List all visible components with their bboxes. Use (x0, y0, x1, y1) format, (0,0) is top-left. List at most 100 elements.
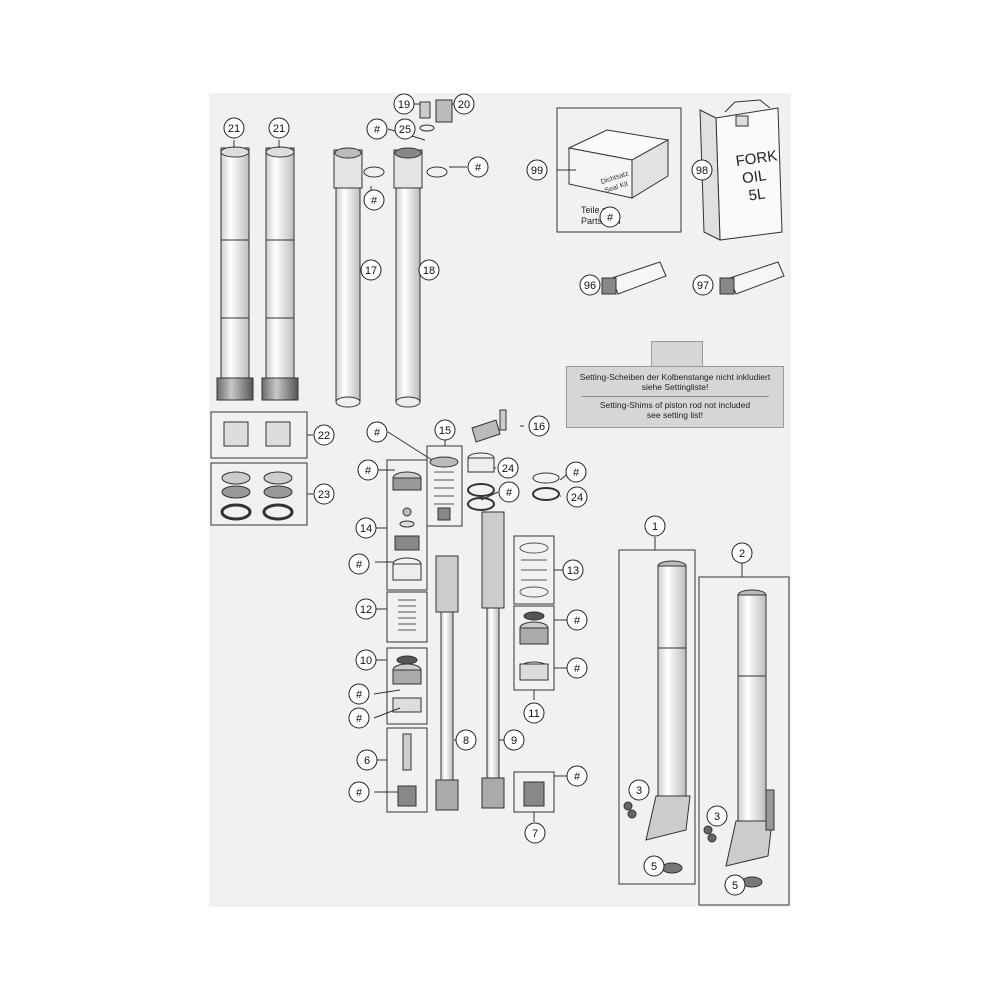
callout-label: 3 (636, 785, 642, 797)
callout-circle (562, 559, 584, 581)
callout-circle (731, 542, 753, 564)
callout-circle (348, 683, 370, 705)
callout-1: 1 (644, 515, 666, 537)
callout-circle (691, 159, 713, 181)
callout-circle (455, 729, 477, 751)
callout-2: 2 (731, 542, 753, 564)
o-ring (426, 166, 448, 178)
oil-can-text-1: FORK (735, 147, 779, 170)
callout-9: 9 (503, 729, 525, 751)
base-valve-7 (523, 781, 545, 807)
note-de-line-2: siehe Settingliste! (641, 382, 709, 392)
callout-circle (355, 649, 377, 671)
callout-label: 14 (360, 523, 372, 535)
callout-24: 24 (497, 457, 519, 479)
callout-22: 22 (313, 424, 335, 446)
adjuster-16 (471, 409, 507, 443)
callout-hash: # (566, 609, 588, 631)
callout-circle (566, 657, 588, 679)
callout-20: 20 (453, 93, 475, 115)
callout-96: 96 (579, 274, 601, 296)
callout-circle (706, 805, 728, 827)
cartridge-spring (429, 456, 459, 521)
callout-label: 22 (318, 430, 330, 442)
outer-tube-right (261, 146, 299, 401)
callout-label: # (374, 427, 381, 439)
settings-note: Setting-Scheiben der Kolbenstange nicht … (566, 366, 784, 428)
oil-can-text-2: OIL (741, 167, 767, 187)
callout-3: 3 (628, 779, 650, 801)
callout-label: 20 (458, 99, 470, 111)
callout-label: # (475, 162, 482, 174)
callout-circle (348, 707, 370, 729)
callout-24: 24 (566, 486, 588, 508)
callout-hash: # (363, 189, 385, 211)
callout-circle (223, 117, 245, 139)
callout-16: 16 (528, 415, 550, 437)
callout-circle (498, 481, 520, 503)
callout-6: 6 (356, 749, 378, 771)
callout-8: 8 (455, 729, 477, 751)
callout-circle (579, 274, 601, 296)
callout-label: 15 (439, 425, 451, 437)
o-ring (363, 166, 385, 178)
callout-circle (355, 517, 377, 539)
callout-label: 98 (696, 165, 708, 177)
callout-circle (348, 553, 370, 575)
callout-label: # (506, 487, 513, 499)
callout-label: # (574, 663, 581, 675)
callout-hash: # (366, 118, 388, 140)
callout-circle (366, 118, 388, 140)
callout-label: 5 (732, 880, 738, 892)
callout-label: # (573, 467, 580, 479)
callout-23: 23 (313, 483, 335, 505)
callout-hash: # (599, 206, 621, 228)
callout-circle (692, 274, 714, 296)
callout-circle (434, 419, 456, 441)
callout-circle (348, 781, 370, 803)
callout-circle (524, 822, 546, 844)
callout-circle (644, 515, 666, 537)
note-en-line-2: see setting list! (646, 410, 704, 420)
callout-label: 97 (697, 280, 709, 292)
callout-label: 96 (584, 280, 596, 292)
callout-label: # (356, 689, 363, 701)
callout-label: 16 (533, 421, 545, 433)
callout-label: # (574, 771, 581, 783)
callout-label: 17 (365, 265, 377, 277)
callout-label: 18 (423, 265, 435, 277)
callout-label: 21 (273, 123, 285, 135)
note-de-line-1: Setting-Scheiben der Kolbenstange nicht … (579, 372, 771, 382)
callout-5: 5 (643, 855, 665, 877)
callout-circle (268, 117, 290, 139)
callout-label: 2 (739, 548, 745, 560)
seal-kit-caption-de: Teile mit (581, 205, 615, 215)
callout-13: 13 (562, 559, 584, 581)
callout-label: 13 (567, 565, 579, 577)
seals (220, 471, 294, 521)
callout-label: 25 (399, 124, 411, 136)
callout-hash: # (566, 657, 588, 679)
inner-tube-18 (393, 147, 423, 408)
callout-circle (393, 93, 415, 115)
callout-label: 7 (532, 828, 538, 840)
callout-label: # (574, 615, 581, 627)
callout-hash: # (498, 481, 520, 503)
piston-rings-24-left (467, 452, 495, 511)
callout-hash: # (467, 156, 489, 178)
callout-label: 6 (364, 755, 370, 767)
callout-circle (366, 421, 388, 443)
callout-98: 98 (691, 159, 713, 181)
note-divider (581, 396, 769, 397)
callout-label: # (374, 124, 381, 136)
callout-3: 3 (706, 805, 728, 827)
bushings (223, 421, 291, 447)
bushing-group-box (210, 411, 308, 459)
callout-label: # (356, 787, 363, 799)
piston-rings-24-right (532, 472, 560, 501)
callout-5: 5 (724, 874, 746, 896)
callout-circle (497, 457, 519, 479)
callout-label: # (365, 465, 372, 477)
callout-circle (313, 424, 335, 446)
